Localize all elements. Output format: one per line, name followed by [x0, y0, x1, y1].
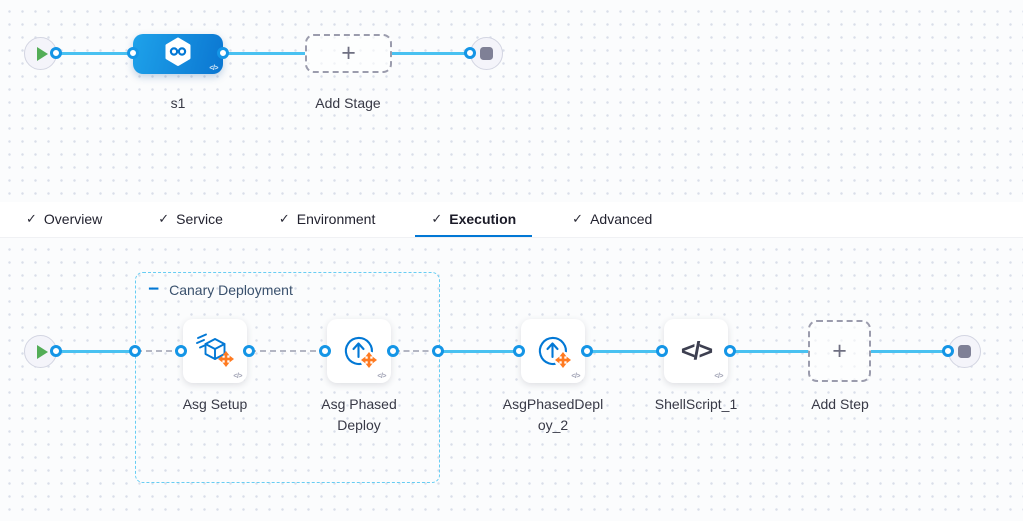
play-icon: [37, 46, 48, 61]
asg-setup-icon: [196, 333, 234, 367]
step-node-shellscript-1[interactable]: </> </>: [664, 319, 728, 383]
connector-line: [871, 350, 949, 353]
add-stage-label: Add Stage: [315, 95, 381, 111]
port: [129, 345, 141, 357]
move-arrows-icon: [218, 351, 234, 367]
port: [432, 345, 444, 357]
code-icon: </>: [714, 373, 723, 380]
connector-line: [56, 52, 134, 55]
port: [656, 345, 668, 357]
tab-overview[interactable]: ✓ Overview: [26, 210, 103, 227]
stage-label: s1: [170, 95, 186, 111]
step-node-asgphaseddeploy-2[interactable]: </>: [521, 319, 585, 383]
tab-advanced[interactable]: ✓ Advanced: [572, 210, 653, 227]
move-arrows-icon: [555, 352, 571, 368]
port: [217, 47, 229, 59]
port: [724, 345, 736, 357]
group-title: Canary Deployment: [169, 282, 293, 298]
add-step-button[interactable]: +: [808, 320, 871, 382]
play-icon: [37, 344, 48, 359]
tab-service[interactable]: ✓ Service: [158, 210, 223, 227]
dashed-connector-line: [136, 350, 182, 352]
code-icon: </>: [233, 373, 242, 380]
connector-line: [731, 350, 809, 353]
connector-line: [223, 52, 305, 55]
connector-line: [439, 350, 520, 353]
asg-phased-deploy-icon: [538, 336, 572, 369]
add-step-label: Add Step: [811, 396, 869, 412]
execution-canvas: − Canary Deployment: [0, 238, 1023, 521]
step-label: Asg Phased Deploy: [321, 396, 397, 433]
step-label: Asg Setup: [182, 396, 248, 412]
move-arrows-icon: [361, 352, 377, 368]
deployment-stage-icon: [162, 36, 194, 73]
asg-phased-deploy-icon: [344, 336, 378, 369]
tab-environment[interactable]: ✓ Environment: [278, 210, 376, 227]
connector-line: [56, 350, 136, 353]
dashed-connector-line: [250, 350, 326, 352]
stop-icon: [480, 47, 493, 60]
port: [127, 47, 139, 59]
port: [319, 345, 331, 357]
code-icon: </>: [209, 65, 218, 72]
port: [387, 345, 399, 357]
port: [175, 345, 187, 357]
connector-line: [588, 350, 663, 353]
plus-icon: +: [832, 336, 847, 365]
stop-icon: [958, 345, 971, 358]
step-group-canary-deployment: − Canary Deployment: [135, 272, 440, 483]
check-icon: ✓: [572, 211, 584, 226]
check-icon: ✓: [431, 211, 443, 226]
port: [50, 47, 62, 59]
port: [581, 345, 593, 357]
step-label: ShellScript_1: [654, 396, 738, 412]
stage-config-tabbar: ✓ Overview ✓ Service ✓ Environment ✓ Exe…: [0, 202, 1023, 238]
add-stage-button[interactable]: +: [305, 34, 392, 73]
shell-script-icon: </>: [680, 336, 713, 365]
check-icon: ✓: [158, 211, 170, 226]
step-node-asg-setup[interactable]: </>: [183, 319, 247, 383]
plus-icon: +: [341, 39, 356, 67]
step-label: AsgPhasedDeploy_2: [502, 396, 604, 433]
code-icon: </>: [377, 373, 386, 380]
port: [50, 345, 62, 357]
check-icon: ✓: [26, 211, 37, 226]
port: [513, 345, 525, 357]
pipeline-end-node: [470, 37, 503, 70]
tab-execution[interactable]: ✓ Execution: [415, 202, 533, 237]
stage-canvas: </> + s1 Add Stage: [0, 0, 1023, 202]
port: [464, 47, 476, 59]
port: [942, 345, 954, 357]
group-header: − Canary Deployment: [148, 279, 293, 300]
dashed-connector-line: [394, 350, 438, 352]
code-icon: </>: [571, 373, 580, 380]
port: [243, 345, 255, 357]
check-icon: ✓: [278, 211, 290, 226]
step-node-asg-phased-deploy[interactable]: </>: [327, 319, 391, 383]
collapse-icon[interactable]: −: [148, 279, 160, 300]
connector-line: [392, 52, 466, 55]
stage-node-s1[interactable]: </>: [133, 34, 223, 74]
